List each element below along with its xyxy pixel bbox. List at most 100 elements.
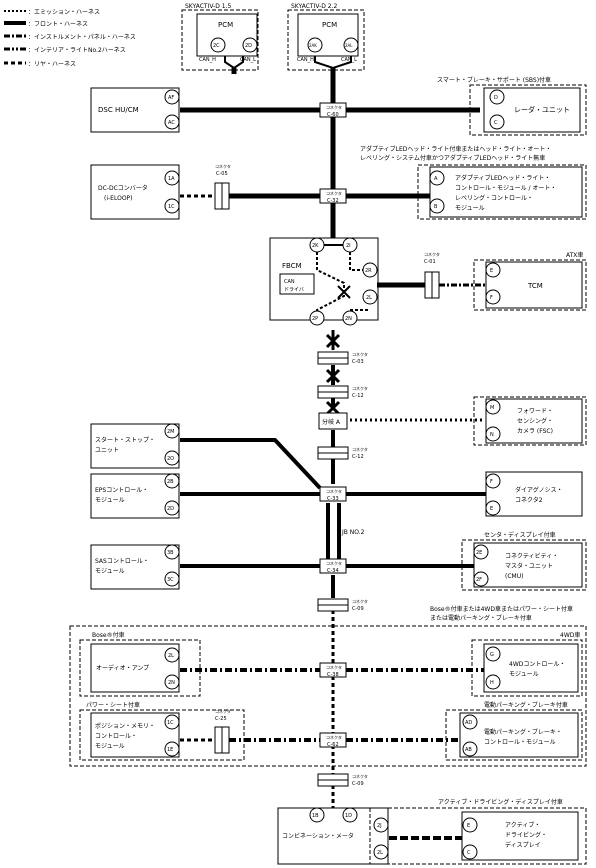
fbcm-name: FBCM (282, 262, 302, 270)
connector-c32: コネクタ C-32 (319, 188, 347, 204)
svg-text:C-12: C-12 (352, 454, 364, 460)
tcm-group: ATX車 TCM E F (473, 251, 587, 311)
svg-text:2N: 2N (168, 680, 175, 686)
svg-text:1C: 1C (167, 720, 174, 726)
memory-group: パワー・シート付車 ポジション・メモリ・ コントロール・ モジュール 1C 1E (79, 701, 245, 761)
legend: ：エミッション・ハーネス ：フロント・ハーネス ：インストルメント・パネル・ハー… (4, 9, 136, 68)
svg-text:1A: 1A (168, 176, 175, 182)
svg-text:C-62: C-62 (327, 742, 339, 748)
connector-c01: コネクタ C-01 (424, 251, 440, 299)
svg-text:C-25: C-25 (215, 716, 227, 722)
sbs-name: レーダ・ユニット (514, 105, 570, 114)
eps-module: EPSコントロール・ モジュール 2B 2D (90, 473, 180, 519)
pcm-left-group: SKYACTIV-D 1.5 PCM 2C 2D CAN_H CAN_L (181, 3, 259, 71)
pcm-left-pin-l: 2D (245, 43, 252, 49)
epb-group: 電動パーキング・ブレーキ付車 AD AB 電動パーキング・ブレーキ・ コントロー… (445, 701, 583, 761)
svg-text:コネクタ: コネクタ (326, 488, 342, 494)
svg-text:C-32: C-32 (327, 198, 339, 204)
svg-text:TCM: TCM (527, 282, 543, 290)
fbcm-module: FBCM CAN ドライバ 2K 2I 2R 2L 2P 2N (269, 237, 379, 416)
connector-c25: コネクタ C-25 (214, 708, 231, 754)
dsc-pin2: AC (168, 120, 175, 126)
svg-text:3B: 3B (167, 550, 174, 556)
svg-text:コネクタ: コネクタ (352, 446, 368, 452)
audio-group: Bose®付車 オーディオ・アンプ 2L 2N (79, 631, 201, 697)
sbs-group: スマート・ブレーキ・サポート (SBS)付車 レーダ・ユニット D C (437, 76, 587, 136)
svg-text:AD: AD (465, 720, 472, 726)
dcdc-name1: DC-DCコンバータ (98, 184, 148, 192)
connector-c05: コネクタ C-05 (214, 163, 231, 210)
svg-text:ATX車: ATX車 (566, 251, 583, 259)
sbs-pin2: C (494, 120, 498, 126)
svg-text:ディスプレイ: ディスプレイ (505, 841, 541, 849)
svg-text:M: M (490, 405, 494, 411)
connector-c38: コネクタ C-38 (319, 662, 347, 678)
svg-text:コネクタ: コネクタ (215, 708, 231, 714)
svg-text:コネクタ: コネクタ (326, 734, 342, 740)
svg-text:モジュール: モジュール (455, 205, 485, 212)
pcm-left-name: PCM (218, 21, 233, 29)
svg-text:カメラ (FSC): カメラ (FSC) (517, 428, 553, 435)
dsc-pin1: AF (168, 95, 174, 101)
svg-text:E: E (490, 506, 493, 512)
svg-text:アダプティブLEDヘッド・ライト・: アダプティブLEDヘッド・ライト・ (455, 174, 550, 182)
adaptive-header1: アダプティブLEDヘッド・ライト付車またはヘッド・ライト・オート・ (360, 145, 551, 153)
svg-text:E: E (490, 268, 493, 274)
svg-text:SASコントロール・: SASコントロール・ (95, 558, 149, 565)
cmu-group: センタ・ディスプレイ付車 2E 2F コネクティビティ・ マスタ・ユニット (C… (461, 531, 587, 591)
svg-text:2L: 2L (168, 653, 174, 659)
pcm-left-canh: CAN_H (199, 57, 216, 63)
dsc-module: DSC HU/CM AF AC (90, 87, 180, 133)
legend-emission: ：エミッション・ハーネス (28, 9, 100, 16)
pcm-left-pin-h: 2C (213, 43, 220, 49)
svg-text:2J: 2J (377, 823, 382, 829)
awd-group: 4WD車 G H 4WDコントロール・ モジュール (471, 631, 583, 697)
svg-text:コントロール・モジュール: コントロール・モジュール (484, 739, 556, 746)
svg-text:2F: 2F (476, 577, 482, 583)
svg-text:4WDコントロール・: 4WDコントロール・ (509, 661, 565, 668)
svg-text:EPSコントロール・: EPSコントロール・ (95, 487, 148, 494)
adaptive-group: アダプティブLEDヘッド・ライト付車またはヘッド・ライト・オート・ レベリング・… (360, 145, 587, 220)
svg-text:ユニット: ユニット (95, 447, 119, 454)
pcm-right-pin-h: 2AK (309, 43, 317, 48)
pcm-left-header: SKYACTIV-D 1.5 (185, 3, 232, 10)
svg-text:コネクタ: コネクタ (326, 560, 342, 566)
sas-module: SASコントロール・ モジュール 3B 3C (90, 544, 180, 590)
svg-text:C-03: C-03 (352, 359, 364, 365)
svg-text:2M: 2M (167, 429, 175, 435)
svg-text:3C: 3C (167, 577, 174, 583)
connector-c34: コネクタ C-34 (319, 558, 347, 574)
dcdc-module: DC-DCコンバータ (i-ELOOP) 1A 1C (90, 164, 180, 220)
svg-text:1C: 1C (168, 204, 175, 210)
svg-text:1E: 1E (167, 747, 173, 753)
svg-text:C-38: C-38 (327, 672, 339, 678)
svg-text:Bose®付車または4WD車またはパワー・シート付車: Bose®付車または4WD車またはパワー・シート付車 (430, 605, 573, 613)
fsc-group: M N フォワード・ センシング・ カメラ (FSC) (473, 396, 587, 446)
svg-text:ダイアグノシス・: ダイアグノシス・ (515, 486, 563, 494)
svg-text:モジュール: モジュール (509, 671, 539, 678)
svg-text:F: F (490, 479, 493, 485)
sbs-header: スマート・ブレーキ・サポート (SBS)付車 (437, 76, 551, 84)
svg-text:モジュール: モジュール (95, 497, 125, 504)
svg-text:AB: AB (465, 747, 472, 753)
svg-text:電動パーキング・ブレーキ付車: 電動パーキング・ブレーキ付車 (484, 701, 568, 709)
svg-text:E: E (467, 823, 470, 829)
svg-text:オーディオ・アンプ: オーディオ・アンプ (96, 664, 149, 672)
connector-c60: コネクタ C-60 (319, 102, 347, 118)
svg-text:F: F (490, 295, 493, 301)
svg-text:2N: 2N (345, 316, 352, 322)
pcm-right-name: PCM (322, 21, 337, 29)
pcm-right-pin-l: 2AL (345, 43, 353, 48)
svg-text:1D: 1D (345, 813, 352, 819)
connector-c03: コネクタ C-03 (317, 351, 368, 365)
jb-label: JB NO.2 (341, 529, 365, 536)
svg-text:ドライバ: ドライバ (284, 287, 304, 293)
svg-text:電動パーキング・ブレーキ・: 電動パーキング・ブレーキ・ (484, 728, 562, 736)
svg-text:C-05: C-05 (216, 171, 228, 177)
legend-instrument: ：インストルメント・パネル・ハーネス (28, 34, 136, 41)
pcm-right-canh: CAN_H (297, 57, 314, 63)
svg-text:コネクタ2: コネクタ2 (515, 496, 543, 504)
svg-text:2E: 2E (476, 550, 482, 556)
